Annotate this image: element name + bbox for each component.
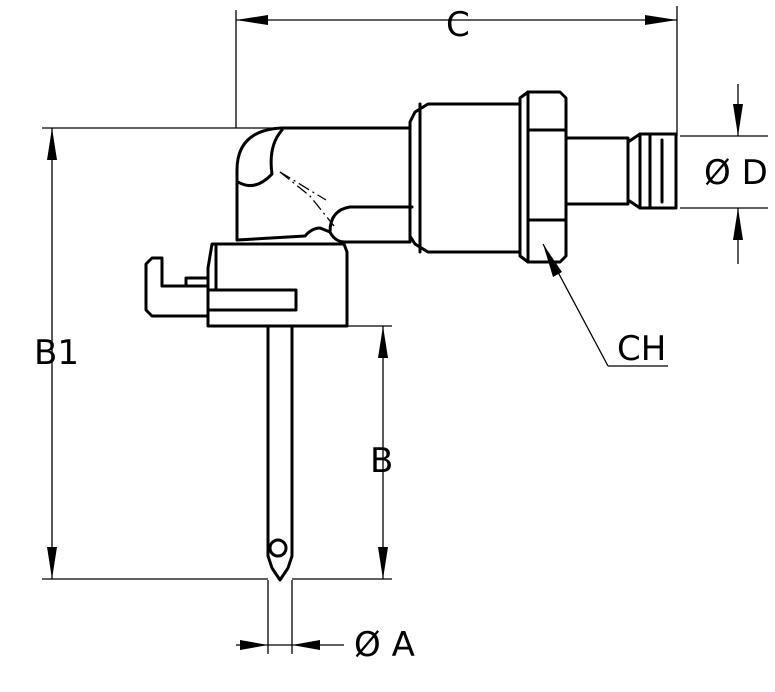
- dim-label-b1: B1: [34, 333, 79, 373]
- dimension-d: Ø D: [680, 84, 768, 264]
- dimension-ch: CH: [542, 243, 668, 369]
- dimension-a: Ø A: [236, 580, 415, 665]
- dim-label-b: B: [370, 441, 393, 481]
- dimension-b: B: [292, 325, 393, 580]
- dim-label-a: Ø A: [354, 625, 415, 665]
- centre-lines: [279, 171, 335, 227]
- dimension-b1: B1: [34, 127, 282, 580]
- dim-label-ch: CH: [617, 329, 666, 369]
- dim-label-d: Ø D: [704, 153, 768, 193]
- dimension-c: C: [235, 5, 678, 136]
- dim-label-c: C: [446, 5, 470, 45]
- fitting-body: [144, 90, 678, 582]
